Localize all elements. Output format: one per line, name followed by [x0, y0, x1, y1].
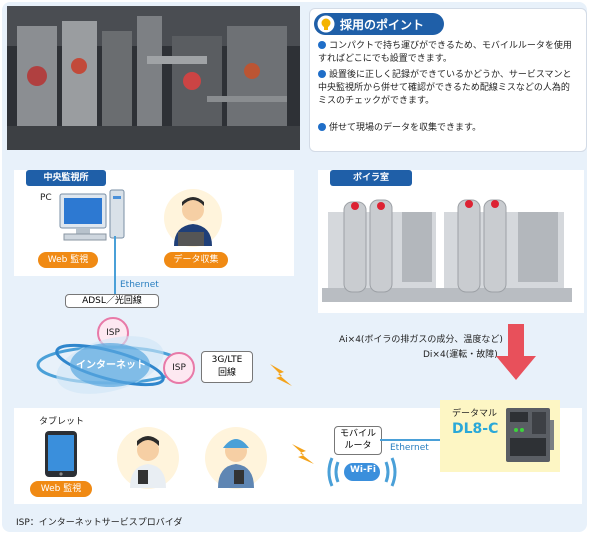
- boiler-title: ボイラ室: [330, 170, 412, 186]
- isp-circle-right: ISP: [163, 352, 195, 384]
- field-worker-person-icon: [205, 427, 267, 489]
- data-logger-device-icon: [506, 408, 554, 462]
- lightbulb-icon: [317, 15, 335, 33]
- down-arrow-icon: [496, 324, 536, 380]
- tablet-label: タブレット: [39, 417, 85, 427]
- logger-model: DL8-C: [452, 421, 499, 437]
- ai-label: Ai×4(ボイラの排ガスの成分、温度など): [339, 335, 503, 345]
- wireless-bolt-icon: [270, 364, 292, 386]
- pc-label: PC: [40, 193, 52, 203]
- boiler-illustration: [322, 199, 572, 302]
- ethernet-label-site: Ethernet: [390, 443, 429, 453]
- operator-person-icon: [164, 189, 222, 247]
- bullet-dot-icon: [318, 70, 326, 78]
- central-title: 中央監視所: [26, 170, 106, 186]
- pc-icon: [59, 189, 125, 241]
- adoption-points-box: 採用のポイント コンパクトで持ち運びができるため、モバイルルータを使用すればどこ…: [309, 8, 587, 152]
- web-monitor-button-central[interactable]: Web 監視: [38, 252, 98, 268]
- bullet-3: 併せて現場のデータを収集できます。: [318, 122, 576, 135]
- web-monitor-button-site[interactable]: Web 監視: [30, 481, 92, 497]
- bullet-dot-icon: [318, 123, 326, 131]
- boiler-room-photo: [7, 6, 300, 150]
- ethernet-line: [114, 236, 116, 298]
- tablet-icon: [45, 431, 77, 477]
- bullet-1: コンパクトで持ち運びができるため、モバイルルータを使用すればどこにでも設置できま…: [318, 41, 572, 64]
- wifi-icon: [327, 457, 397, 487]
- di-label: Di×4(運転・故障): [423, 350, 498, 360]
- bullet-dot-icon: [318, 41, 326, 49]
- internet-label: インターネット: [76, 360, 146, 371]
- adsl-line-box: ADSL／光回線: [65, 294, 159, 308]
- wireless-bolt-icon-site: [292, 444, 314, 464]
- internet-globe-icon: [36, 336, 184, 394]
- points-header: 採用のポイント: [314, 13, 444, 35]
- ethernet-line-site: [380, 439, 440, 441]
- bullet-2: 設置後に正しく記録ができているかどうか、サービスマンと中央監視所から併せて確認が…: [318, 70, 572, 106]
- data-collect-button[interactable]: データ収集: [164, 252, 228, 268]
- ethernet-label-central: Ethernet: [120, 280, 159, 290]
- logger-label: データマル: [452, 409, 498, 419]
- serviceman-person-icon: [117, 427, 179, 489]
- wifi-label: Wi-Fi: [350, 465, 376, 475]
- mobile-router-box: モバイル ルータ: [334, 426, 382, 455]
- footnote: ISP：インターネットサービスプロバイダ: [16, 518, 183, 528]
- points-title: 採用のポイント: [340, 18, 425, 32]
- lte-line-box: 3G/LTE 回線: [201, 351, 253, 383]
